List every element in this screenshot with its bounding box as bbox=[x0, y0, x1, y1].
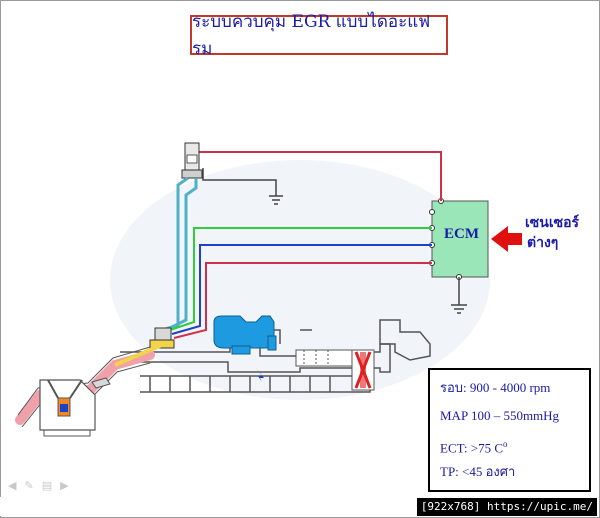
red-left-arrow bbox=[491, 226, 522, 252]
wire-blue bbox=[171, 244, 432, 335]
vsv-ground-wire bbox=[202, 168, 277, 196]
wire-red-top bbox=[198, 151, 442, 201]
degree-mark: o bbox=[503, 439, 508, 449]
ecm-label: ECM bbox=[444, 226, 479, 242]
condition-ect-text: ECT: >75 C bbox=[440, 440, 504, 456]
throttle-position-sensor bbox=[149, 327, 175, 349]
condition-map: MAP 100 – 550mmHg bbox=[440, 408, 560, 423]
sensors-label: เซนเซอร์ ต่างๆ bbox=[525, 213, 593, 253]
next-slide-icon[interactable]: ▶ bbox=[60, 479, 69, 492]
menu-icon[interactable]: ▤ bbox=[41, 479, 53, 492]
wire-green bbox=[169, 227, 432, 331]
background-watermark bbox=[110, 160, 490, 400]
condition-rpm: รอบ: 900 - 4000 rpm bbox=[440, 380, 551, 395]
ground-symbol bbox=[451, 304, 467, 314]
sensors-label-line1: เซนเซอร์ bbox=[525, 215, 580, 231]
ground-symbol bbox=[269, 195, 283, 205]
vacuum-switching-valve bbox=[181, 142, 203, 179]
engine-cylinder bbox=[39, 377, 111, 437]
egr-pipe-yellow bbox=[114, 343, 163, 367]
throttle-body bbox=[295, 349, 357, 367]
condition-ect: ECT: >75 Co bbox=[440, 433, 579, 461]
vacuum-hose bbox=[169, 178, 198, 330]
image-host-watermark: [922x768] https://upic.me/ bbox=[416, 498, 597, 516]
intake-butterfly-valve bbox=[351, 349, 375, 391]
pen-icon[interactable]: ✎ bbox=[24, 479, 34, 492]
egr-diaphragm-valve bbox=[213, 315, 277, 355]
wire-red-sensor bbox=[173, 262, 432, 339]
ecm-terminal bbox=[429, 209, 435, 215]
sensors-label-line2: ต่างๆ bbox=[527, 235, 559, 251]
condition-tp: TP: <45 องศา bbox=[440, 464, 516, 479]
prev-slide-icon[interactable]: ◀ bbox=[8, 479, 17, 492]
egr-conditions-box: รอบ: 900 - 4000 rpm MAP 100 – 550mmHg EC… bbox=[428, 368, 591, 492]
slide-nav[interactable]: ◀ ✎ ▤ ▶ bbox=[8, 479, 69, 492]
slide-title: ระบบควบคุม EGR แบบไดอะแฟรม bbox=[190, 12, 448, 59]
